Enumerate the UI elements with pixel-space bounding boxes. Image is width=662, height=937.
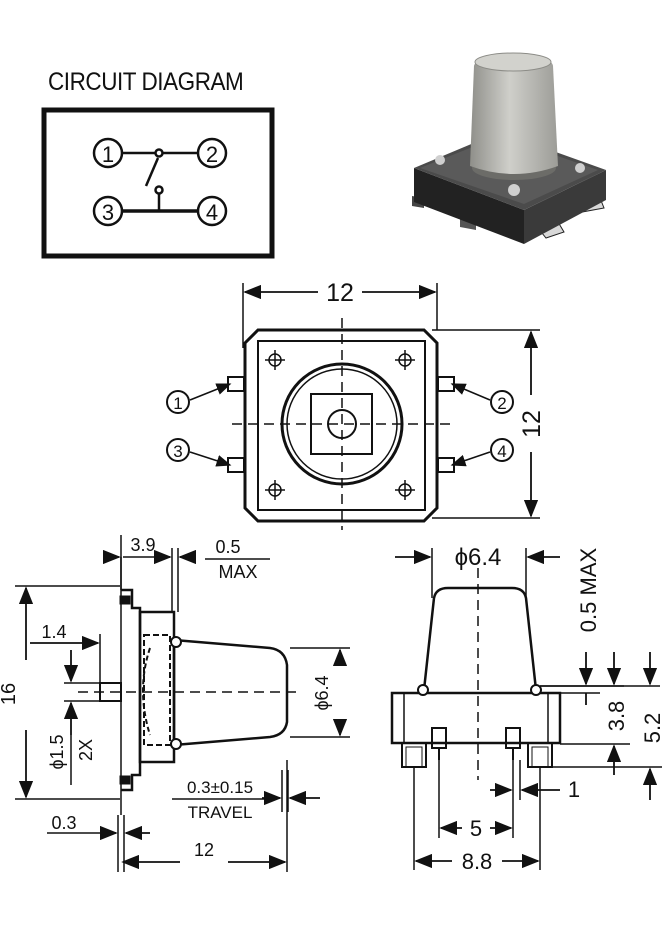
circuit-frame (41, 107, 275, 259)
circuit-diagram-title: CIRCUIT DIAGRAM (48, 68, 244, 96)
front-dim-5-2: 5.2 (640, 713, 662, 744)
side-dim-1-5: ϕ1.5 (47, 734, 67, 769)
top-height-label: 12 (518, 410, 546, 438)
front-dim-5: 5 (470, 816, 482, 841)
circuit-pin-4: 4 (196, 195, 228, 227)
top-pin-4 (490, 438, 514, 462)
top-width-label: 12 (326, 279, 354, 307)
circuit-diagram: 1 2 3 4 (41, 107, 275, 259)
switch-photo (412, 52, 606, 244)
svg-text:3: 3 (102, 200, 114, 225)
front-dim-1: 1 (568, 777, 580, 802)
svg-text:2: 2 (497, 394, 506, 413)
side-dim-3-9: 3.9 (130, 535, 155, 555)
side-dim-travel: TRAVEL (188, 803, 253, 822)
side-dim-0-5: 0.5 (215, 537, 240, 557)
side-dim-16: 16 (0, 683, 20, 705)
front-dim-3-8: 3.8 (604, 701, 629, 732)
circuit-pin-3: 3 (92, 195, 124, 227)
side-view (15, 535, 350, 872)
top-pin-3 (166, 438, 190, 462)
top-view (166, 283, 540, 530)
circuit-pin-2: 2 (196, 137, 228, 169)
front-dim-0-5-max: 0.5 MAX (576, 547, 601, 632)
front-dim-6-4: ϕ6.4 (455, 544, 502, 571)
side-dim-0-3: 0.3 (51, 813, 76, 833)
side-dim-travel-value: 0.3±0.15 (187, 778, 253, 797)
svg-text:4: 4 (497, 442, 506, 461)
svg-text:1: 1 (173, 394, 182, 413)
top-pin-2 (490, 390, 514, 414)
side-dim-12: 12 (194, 840, 214, 860)
side-dim-1-4: 1.4 (41, 622, 66, 642)
side-dim-max: MAX (218, 562, 257, 582)
circuit-switch (122, 148, 198, 213)
svg-text:3: 3 (173, 442, 182, 461)
circuit-pin-1: 1 (92, 137, 124, 169)
svg-text:1: 1 (102, 142, 114, 167)
side-dim-2x: 2X (76, 739, 96, 761)
svg-text:2: 2 (206, 142, 218, 167)
svg-text:4: 4 (206, 200, 218, 225)
front-view (390, 548, 662, 870)
side-dim-6-4: ϕ6.4 (312, 675, 332, 710)
front-dim-8-8: 8.8 (462, 849, 493, 874)
top-pin-1 (166, 390, 190, 414)
